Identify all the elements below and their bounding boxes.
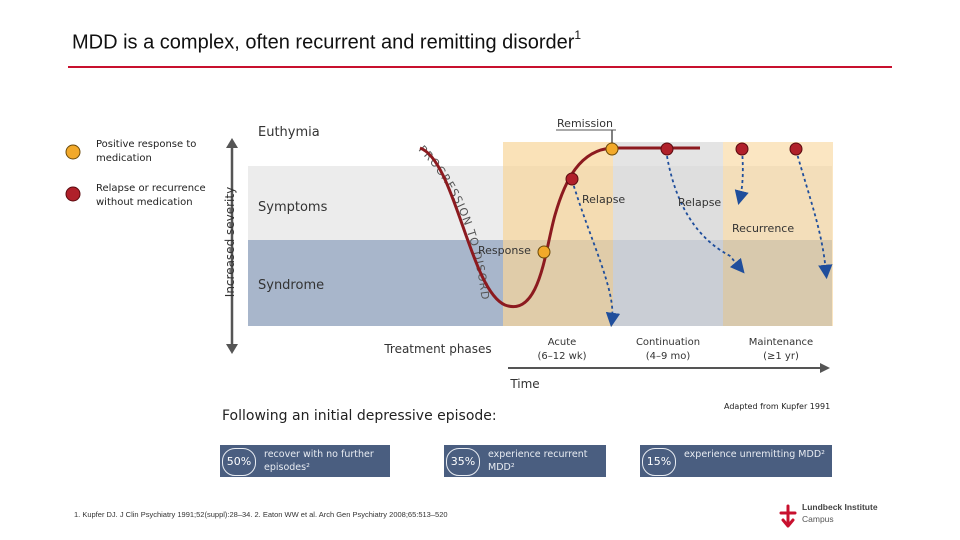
relapse-curve-acute <box>571 179 621 328</box>
time-axis-label: Time <box>509 377 539 391</box>
lundbeck-logo: Lundbeck Institute Campus <box>778 502 908 530</box>
response-label: Response <box>478 244 531 257</box>
response-dot <box>537 245 551 259</box>
relapse-dot-continuation <box>660 142 674 156</box>
outcome-box-recurrent: 35% experience recurrent MDD² <box>444 445 606 477</box>
outcome-text: recover with no further episodes² <box>264 449 374 473</box>
relapse-dot-continuation-2 <box>735 142 749 156</box>
severity-axis-label: Increased severity <box>223 187 237 297</box>
time-axis-arrow <box>820 363 830 373</box>
relapse-curve-continuation-2 <box>734 149 749 205</box>
lundbeck-emblem-icon <box>779 504 797 528</box>
phase-continuation-duration: (4–9 mo) <box>646 351 691 362</box>
euthymia-label: Euthymia <box>258 125 320 140</box>
outcome-pct: 50% <box>222 448 256 476</box>
outcome-pct: 15% <box>642 448 676 476</box>
relapse-label-1: Relapse <box>582 193 625 206</box>
disease-course-diagram: Increased severity Time Euthymia Symptom… <box>0 0 833 391</box>
legend-positive-label: Positive response to medication <box>96 139 197 164</box>
outcomes-intro: Following an initial depressive episode: <box>222 408 497 424</box>
outcome-pct: 35% <box>446 448 480 476</box>
relapse-curve-continuation <box>665 149 745 274</box>
legend-positive-dot <box>65 144 81 160</box>
treatment-phases-label: Treatment phases <box>383 342 491 356</box>
acute-phase-column <box>503 142 613 326</box>
phase-acute-duration: (6–12 wk) <box>537 351 586 362</box>
remission-response-dot <box>605 142 619 156</box>
outcome-text: experience unremitting MDD² <box>684 449 825 460</box>
page-title: MDD is a complex, often recurrent and re… <box>72 28 582 54</box>
references: 1. Kupfer DJ. J Clin Psychiatry 1991;52(… <box>74 510 448 519</box>
phase-maintenance-name: Maintenance <box>749 337 813 348</box>
continuation-phase-column <box>613 142 723 326</box>
disease-course-curve <box>419 146 700 309</box>
outcome-text: experience recurrent MDD² <box>488 449 588 473</box>
logo-name: Lundbeck Institute <box>802 502 878 512</box>
outcome-box-unremitting: 15% experience unremitting MDD² <box>640 445 832 477</box>
syndrome-label: Syndrome <box>258 278 324 293</box>
legend-relapse-dot <box>65 186 81 202</box>
relapse-label-2: Relapse <box>678 196 721 209</box>
symptoms-label: Symptoms <box>258 200 328 215</box>
phase-acute-name: Acute <box>548 337 577 348</box>
remission-label: Remission <box>557 117 613 130</box>
recurrence-curve <box>795 149 833 280</box>
recurrence-dot <box>789 142 803 156</box>
title-underline <box>68 66 892 68</box>
severity-axis-arrow-down <box>226 344 238 354</box>
maintenance-phase-column <box>723 142 833 326</box>
phase-maintenance-duration: (≥1 yr) <box>763 351 799 362</box>
outcome-box-recover: 50% recover with no further episodes² <box>220 445 390 477</box>
recurrence-label: Recurrence <box>732 222 794 235</box>
legend-relapse-label: Relapse or recurrence without medication <box>96 183 206 208</box>
adapted-note: Adapted from Kupfer 1991 <box>724 402 831 411</box>
phase-continuation-name: Continuation <box>636 337 700 348</box>
severity-axis-arrow-up <box>226 138 238 148</box>
relapse-dot-acute <box>565 172 579 186</box>
logo-sub: Campus <box>802 514 834 524</box>
